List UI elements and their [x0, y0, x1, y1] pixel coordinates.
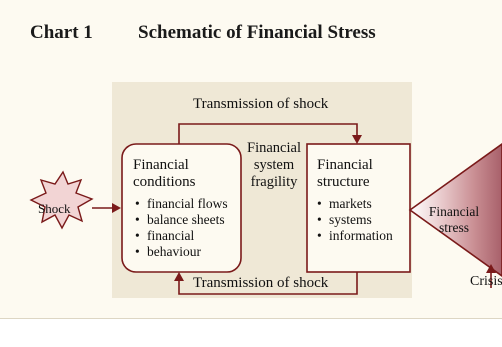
list-item: systems	[315, 212, 393, 228]
shock-starburst	[29, 170, 94, 230]
list-item: financial flows	[133, 196, 228, 212]
financial-conditions-list: financial flows balance sheets financial…	[133, 196, 228, 260]
fragility-line-2: system	[253, 157, 295, 173]
fragility-line-1: Financial	[247, 140, 301, 156]
list-item: financial	[133, 228, 228, 244]
financial-structure-title-2: structure	[317, 174, 370, 190]
transmission-label-top: Transmission of shock	[193, 96, 329, 112]
financial-stress-triangle	[408, 143, 502, 277]
transmission-arrowhead-bottom	[174, 272, 184, 281]
financial-structure-title-1: Financial	[317, 157, 373, 173]
chart-number: Chart 1	[30, 22, 93, 43]
list-item: balance sheets	[133, 212, 228, 228]
list-item-continuation: behaviour	[133, 244, 228, 260]
crisis-arrowhead	[486, 264, 496, 273]
chart-title: Schematic of Financial Stress	[138, 22, 376, 43]
financial-stress-label: Financial stress	[424, 204, 484, 236]
shock-arrowhead	[112, 203, 121, 213]
financial-conditions-title-1: Financial	[133, 157, 189, 173]
transmission-label-bottom: Transmission of shock	[193, 275, 329, 291]
financial-structure-list: markets systems information	[315, 196, 393, 244]
list-item: markets	[315, 196, 393, 212]
transmission-arrow-top	[178, 123, 358, 144]
shock-label: Shock	[38, 201, 71, 216]
transmission-arrowhead-top	[352, 135, 362, 144]
transmission-arrow-bottom	[178, 272, 358, 295]
fragility-label: Financial system fragility	[240, 140, 308, 191]
fragility-line-3: fragility	[250, 174, 298, 190]
financial-stress-line-2: stress	[439, 220, 469, 235]
list-item: information	[315, 228, 393, 244]
crisis-label: Crisis	[470, 274, 502, 289]
financial-stress-line-1: Financial	[428, 204, 480, 219]
financial-conditions-title-2: conditions	[133, 174, 196, 190]
